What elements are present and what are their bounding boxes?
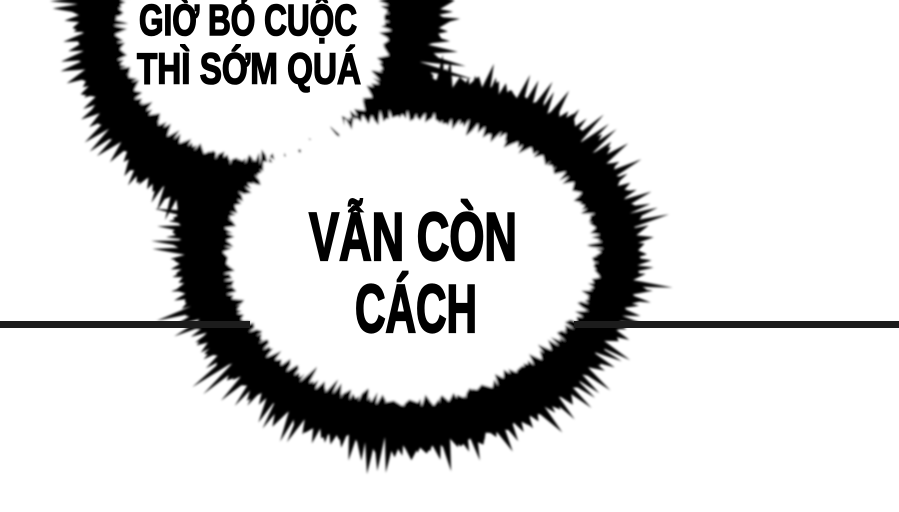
svg-text:VẪN CÒN: VẪN CÒN xyxy=(309,198,517,275)
svg-text:CÁCH: CÁCH xyxy=(355,271,477,347)
svg-text:GIỜ BỎ CUỘC: GIỜ BỎ CUỘC xyxy=(139,0,357,45)
svg-text:THÌ SỚM QUÁ: THÌ SỚM QUÁ xyxy=(137,43,361,93)
